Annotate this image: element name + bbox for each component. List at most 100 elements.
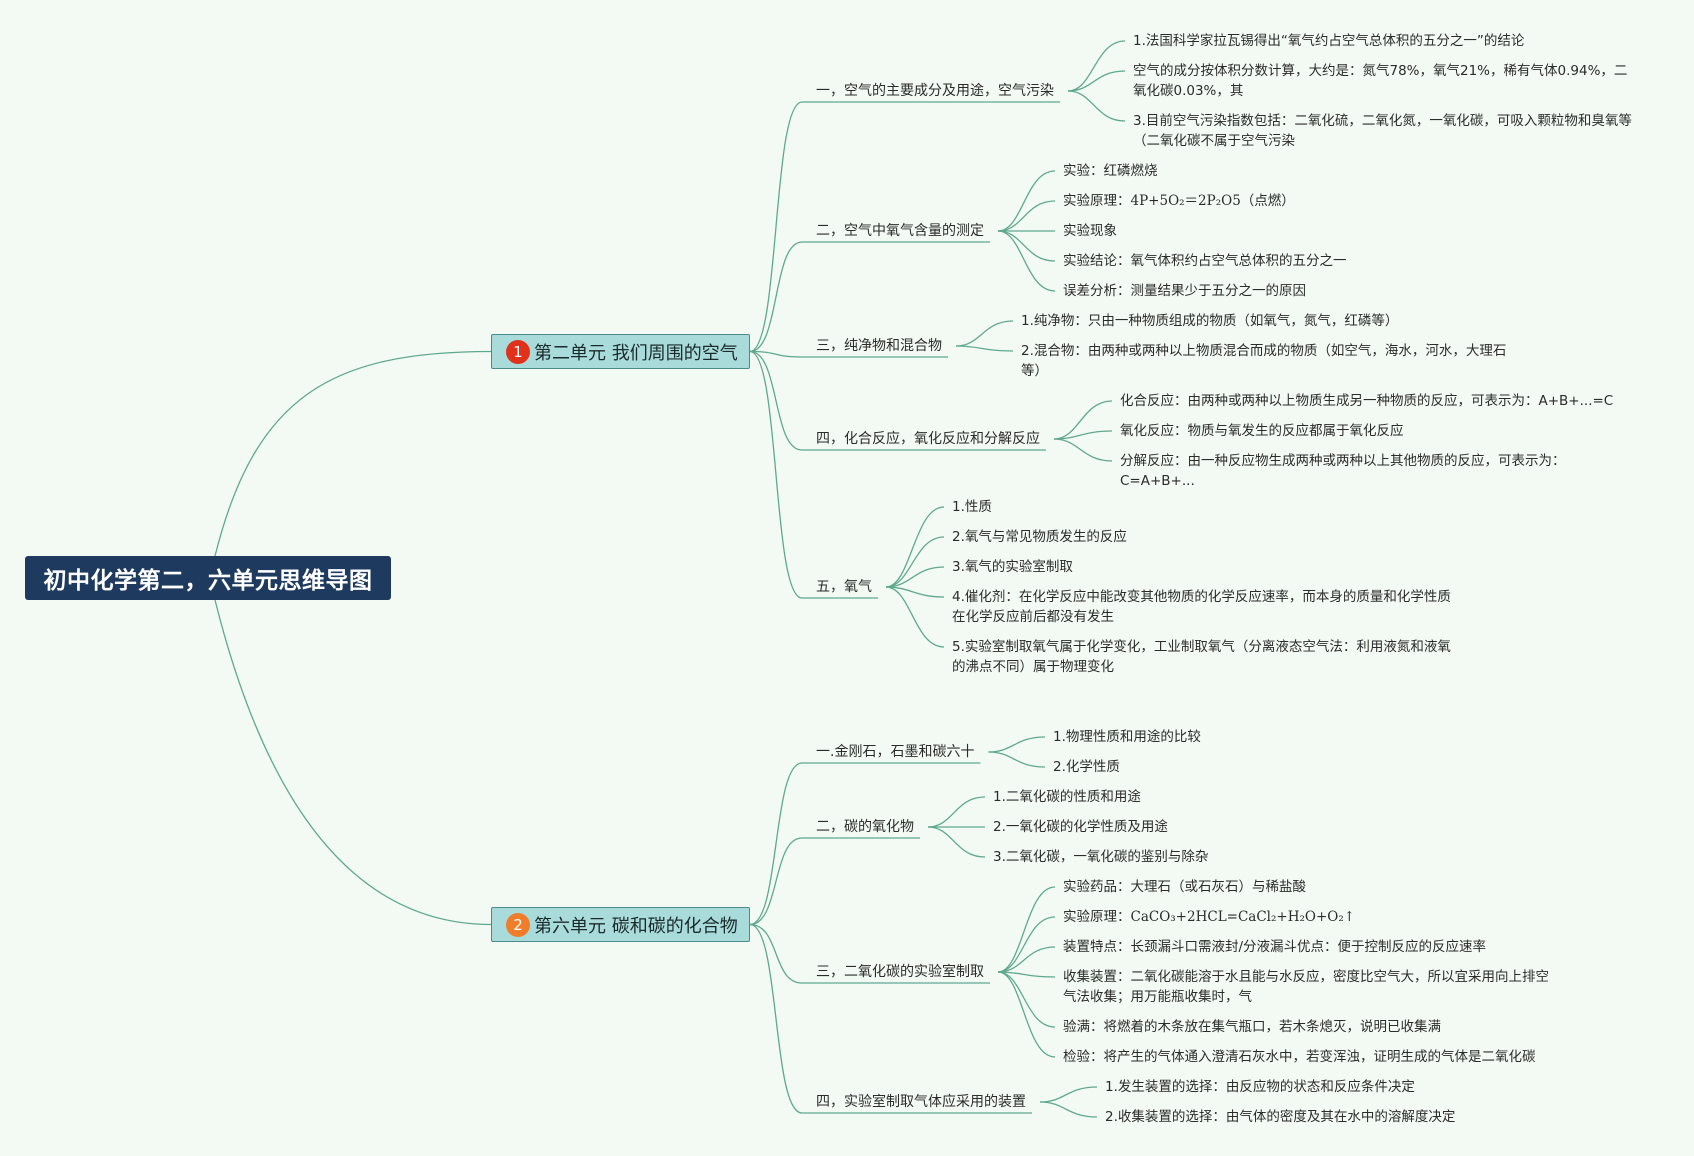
leaf-item[interactable]: 实验原理：CaCO₃+2HCL=CaCl₂+H₂O+O₂↑ (1063, 907, 1355, 927)
unit-title: 第二单元 我们周围的空气 (534, 342, 738, 364)
leaf-item[interactable]: 1.纯净物：只由一种物质组成的物质（如氧气，氮气，红磷等） (1021, 311, 1398, 331)
leaf-item[interactable]: 1.发生装置的选择：由反应物的状态和反应条件决定 (1105, 1077, 1415, 1097)
root-title-text: 初中化学第二，六单元思维导图 (43, 568, 373, 594)
topic-to-leaf-line (1067, 70, 1126, 92)
leaf-item[interactable]: 分解反应：由一种反应物生成两种或两种以上其他物质的反应，可表示为：C=A+B+.… (1120, 451, 1600, 491)
leaf-item[interactable]: 2.氧气与常见物质发生的反应 (952, 527, 1127, 547)
leaf-item[interactable]: 化合反应：由两种或两种以上物质生成另一种物质的反应，可表示为：A+B+...=C (1120, 391, 1680, 411)
topic-to-leaf-line (885, 586, 945, 648)
leaf-item[interactable]: 误差分析：测量结果少于五分之一的原因 (1063, 281, 1306, 301)
unit-to-topic-line (749, 350, 878, 599)
unit-badge-1: 1 (506, 339, 530, 364)
topic-to-leaf-line (997, 946, 1056, 973)
topic-to-leaf-line (1039, 1086, 1098, 1103)
leaf-text: 1.二氧化碳的性质和用途 (993, 789, 1141, 805)
topic-to-leaf-line (1039, 1101, 1098, 1118)
topic-to-leaf-line (1067, 40, 1126, 92)
root-to-unit-line (214, 350, 492, 557)
leaf-item[interactable]: 1.性质 (952, 497, 992, 517)
root-to-unit-line (214, 599, 492, 926)
leaf-item[interactable]: 2.一氧化碳的化学性质及用途 (993, 817, 1168, 837)
leaf-text: 实验原理：CaCO₃+2HCL=CaCl₂+H₂O+O₂↑ (1063, 909, 1356, 925)
unit-to-topic-line (749, 923, 990, 984)
topic-to-leaf-line (1067, 90, 1126, 122)
leaf-text: 1.发生装置的选择：由反应物的状态和反应条件决定 (1105, 1079, 1415, 1095)
topic-pure-mixture[interactable]: 三，纯净物和混合物 (816, 338, 942, 354)
leaf-text: 5.实验室制取氧气属于化学变化，工业制取氧气（分离液态空气法：利用液氮和液氧的沸… (952, 639, 1451, 675)
leaf-text: 检验：将产生的气体通入澄清石灰水中，若变浑浊，证明生成的气体是二氧化碳 (1063, 1049, 1536, 1065)
leaf-text: 实验药品：大理石（或石灰石）与稀盐酸 (1063, 879, 1306, 895)
topic-to-leaf-line (997, 971, 1056, 1058)
topic-reactions[interactable]: 四，化合反应，氧化反应和分解反应 (816, 431, 1040, 447)
topic-to-leaf-line (997, 230, 1056, 292)
leaf-item[interactable]: 验满：将燃着的木条放在集气瓶口，若木条熄灭，说明已收集满 (1063, 1017, 1441, 1037)
leaf-text: 收集装置：二氧化碳能溶于水且能与水反应，密度比空气大，所以宜采用向上排空气法收集… (1063, 969, 1549, 1005)
topic-carbon-oxides[interactable]: 二，碳的氧化物 (816, 819, 914, 835)
unit-to-topic-line (749, 762, 981, 926)
topic-to-leaf-line (927, 796, 986, 828)
topic-to-leaf-line (1053, 438, 1113, 462)
leaf-text: 2.收集装置的选择：由气体的密度及其在水中的溶解度决定 (1105, 1109, 1456, 1125)
topic-to-leaf-line (955, 320, 1014, 347)
leaf-item[interactable]: 空气的成分按体积分数计算，大约是：氮气78%，氧气21%，稀有气体0.94%，二… (1133, 61, 1633, 101)
leaf-text: 3.目前空气污染指数包括：二氧化硫，二氧化氮，一氧化碳，可吸入颗粒物和臭氧等（二… (1133, 113, 1632, 149)
topic-to-leaf-line (885, 586, 945, 598)
leaf-item[interactable]: 实验结论：氧气体积约占空气总体积的五分之一 (1063, 251, 1347, 271)
leaf-item[interactable]: 装置特点：长颈漏斗口需液封/分液漏斗优点：便于控制反应的反应速率 (1063, 937, 1486, 957)
leaf-text: 3.二氧化碳，一氧化碳的鉴别与除杂 (993, 849, 1209, 865)
topic-lab-apparatus[interactable]: 四，实验室制取气体应采用的装置 (816, 1094, 1026, 1110)
leaf-item[interactable]: 检验：将产生的气体通入澄清石灰水中，若变浑浊，证明生成的气体是二氧化碳 (1063, 1047, 1536, 1067)
topic-to-leaf-line (885, 566, 945, 588)
leaf-item[interactable]: 实验原理：4P+5O₂＝2P₂O5（点燃） (1063, 191, 1295, 211)
leaf-item[interactable]: 3.二氧化碳，一氧化碳的鉴别与除杂 (993, 847, 1208, 867)
unit-to-topic-line (749, 350, 948, 358)
leaf-item[interactable]: 1.物理性质和用途的比较 (1053, 727, 1201, 747)
leaf-text: 1.纯净物：只由一种物质组成的物质（如氧气，氮气，红磷等） (1021, 313, 1399, 329)
leaf-item[interactable]: 实验药品：大理石（或石灰石）与稀盐酸 (1063, 877, 1306, 897)
topic-to-leaf-line (997, 916, 1056, 973)
leaf-item[interactable]: 氧化反应：物质与氧发生的反应都属于氧化反应 (1120, 421, 1404, 441)
leaf-text: 误差分析：测量结果少于五分之一的原因 (1063, 283, 1306, 299)
leaf-text: 氧化反应：物质与氧发生的反应都属于氧化反应 (1120, 423, 1404, 439)
leaf-item[interactable]: 1.二氧化碳的性质和用途 (993, 787, 1141, 807)
topic-to-leaf-line (997, 971, 1056, 978)
leaf-item[interactable]: 2.混合物：由两种或两种以上物质混合而成的物质（如空气，海水，河水，大理石等） (1021, 341, 1521, 381)
leaf-item[interactable]: 2.收集装置的选择：由气体的密度及其在水中的溶解度决定 (1105, 1107, 1455, 1127)
unit-node-6[interactable]: 2 第六单元 碳和碳的化合物 (491, 907, 750, 942)
leaf-item[interactable]: 实验现象 (1063, 221, 1117, 241)
topic-to-leaf-line (988, 736, 1046, 753)
unit-node-2[interactable]: 1 第二单元 我们周围的空气 (491, 334, 750, 369)
topic-to-leaf-line (997, 886, 1056, 973)
leaf-item[interactable]: 1.法国科学家拉瓦锡得出“氧气约占空气总体积的五分之一”的结论 (1133, 31, 1653, 51)
topic-to-leaf-line (885, 536, 945, 588)
leaf-item[interactable]: 收集装置：二氧化碳能溶于水且能与水反应，密度比空气大，所以宜采用向上排空气法收集… (1063, 967, 1553, 1007)
topic-co2-lab-prep[interactable]: 三，二氧化碳的实验室制取 (816, 964, 984, 980)
leaf-item[interactable]: 实验：红磷燃烧 (1063, 161, 1158, 181)
leaf-text: 1.法国科学家拉瓦锡得出“氧气约占空气总体积的五分之一”的结论 (1133, 33, 1525, 49)
topic-to-leaf-line (927, 826, 986, 858)
leaf-item[interactable]: 3.氧气的实验室制取 (952, 557, 1073, 577)
leaf-item[interactable]: 2.化学性质 (1053, 757, 1120, 777)
mindmap-root-title[interactable]: 初中化学第二，六单元思维导图 (25, 556, 391, 600)
leaf-item[interactable]: 5.实验室制取氧气属于化学变化，工业制取氧气（分离液态空气法：利用液氮和液氧的沸… (952, 637, 1452, 677)
leaf-item[interactable]: 4.催化剂：在化学反应中能改变其他物质的化学反应速率，而本身的质量和化学性质在化… (952, 587, 1452, 627)
leaf-text: 2.一氧化碳的化学性质及用途 (993, 819, 1168, 835)
topic-to-leaf-line (885, 506, 945, 588)
topic-oxygen[interactable]: 五，氧气 (816, 579, 872, 595)
topic-to-leaf-line (988, 751, 1046, 768)
topic-carbon-allotropes[interactable]: 一.金刚石，石墨和碳六十 (816, 744, 975, 760)
leaf-text: 1.性质 (952, 499, 992, 515)
topic-to-leaf-line (997, 170, 1056, 232)
leaf-item[interactable]: 3.目前空气污染指数包括：二氧化硫，二氧化氮，一氧化碳，可吸入颗粒物和臭氧等（二… (1133, 111, 1633, 151)
leaf-text: 实验现象 (1063, 223, 1117, 239)
unit-to-topic-line (749, 923, 1032, 1114)
leaf-text: 1.物理性质和用途的比较 (1053, 729, 1201, 745)
leaf-text: 实验原理：4P+5O₂＝2P₂O5（点燃） (1063, 193, 1295, 209)
unit-to-topic-line (749, 837, 920, 926)
topic-air-composition[interactable]: 一，空气的主要成分及用途，空气污染 (816, 83, 1054, 99)
unit-to-topic-line (749, 101, 1060, 353)
topic-oxygen-content[interactable]: 二，空气中氧气含量的测定 (816, 223, 984, 239)
leaf-text: 实验结论：氧气体积约占空气总体积的五分之一 (1063, 253, 1347, 269)
unit-to-topic-line (749, 350, 1046, 451)
